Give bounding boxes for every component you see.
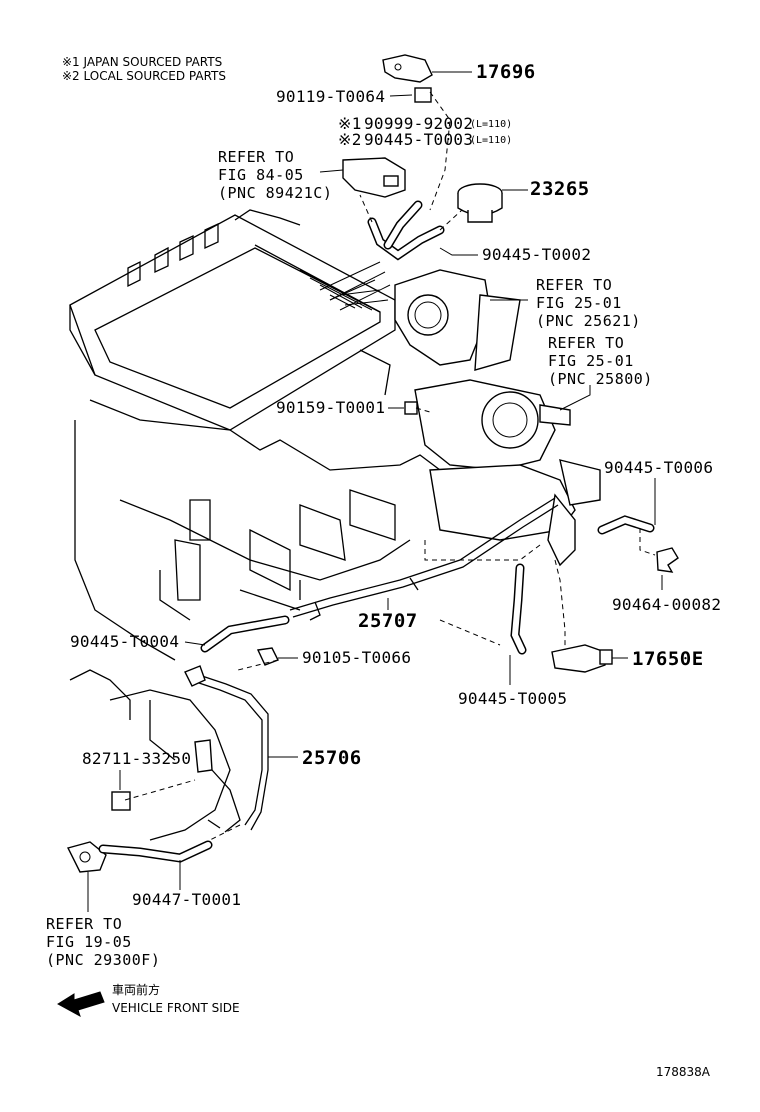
throttle-body	[394, 269, 601, 567]
callout-25706: 25706	[302, 747, 362, 769]
front-indicator-jp: 車両前方	[112, 983, 161, 997]
ref-25621-line2: FIG 25-01	[536, 294, 622, 312]
arrow-left-icon	[57, 991, 105, 1018]
callout-82711-33250: 82711-33250	[82, 749, 192, 768]
callout-90119-t0064: 90119-T0064	[276, 87, 386, 106]
part-90119-bolt	[414, 87, 432, 103]
callout-90105-t0066: 90105-T0066	[302, 648, 412, 667]
ref-19-05-line2: FIG 19-05	[46, 933, 132, 951]
part-89421c-sensor	[342, 157, 406, 198]
pipe-25706	[184, 665, 269, 833]
part-90464-clamp	[656, 547, 679, 573]
part-23265-filter	[457, 183, 503, 223]
ref-25621-line3: (PNC 25621)	[536, 312, 641, 330]
part-17650e-sensor	[551, 644, 613, 673]
note-japan-sourced: ※1 JAPAN SOURCED PARTS	[62, 55, 223, 69]
leader-lines	[87, 71, 663, 912]
dashed-guides	[124, 91, 656, 841]
figure-id: 178838A	[656, 1065, 711, 1079]
callout-90999-92002: 90999-92002	[364, 114, 474, 133]
callout-90445-t0003-length: (L=110)	[470, 135, 513, 146]
callout-90999-length: (L=110)	[470, 119, 513, 130]
callout-90445-t0002: 90445-T0002	[482, 245, 592, 264]
callout-90445-t0003: 90445-T0003	[364, 130, 474, 149]
engine-illustration	[69, 209, 441, 841]
ref-84-05-line1: REFER TO	[218, 148, 295, 166]
callout-90159-t0001: 90159-T0001	[276, 398, 386, 417]
ref-19-05-line3: (PNC 29300F)	[46, 951, 161, 969]
part-82711-clamp	[111, 791, 131, 811]
callout-90445-t0004: 90445-T0004	[70, 632, 180, 651]
ref-25800-line3: (PNC 25800)	[548, 370, 653, 388]
callout-90464-00082: 90464-00082	[612, 595, 722, 614]
ref-84-05-line2: FIG 84-05	[218, 166, 304, 184]
part-17696-bracket	[382, 54, 433, 83]
part-90159-bolt	[404, 401, 418, 415]
ref-19-05-line1: REFER TO	[46, 915, 123, 933]
callout-90999-mark: ※1	[338, 114, 362, 133]
ref-25621-line1: REFER TO	[536, 276, 613, 294]
ref-25800-line1: REFER TO	[548, 334, 625, 352]
callout-23265: 23265	[530, 178, 590, 200]
note-local-sourced: ※2 LOCAL SOURCED PARTS	[62, 69, 226, 83]
ref-84-05-line3: (PNC 89421C)	[218, 184, 333, 202]
callout-90445-t0003-mark: ※2	[338, 130, 362, 149]
callout-90447-t0001: 90447-T0001	[132, 890, 242, 909]
pipe-25707	[289, 497, 559, 621]
callout-17650e: 17650E	[632, 648, 704, 670]
callout-17696: 17696	[476, 61, 536, 83]
front-indicator-en: VEHICLE FRONT SIDE	[112, 1001, 240, 1015]
callout-90445-t0006: 90445-T0006	[604, 458, 714, 477]
callout-90445-t0005: 90445-T0005	[458, 689, 568, 708]
part-29300f-fitting	[66, 841, 107, 873]
ref-25800-line2: FIG 25-01	[548, 352, 634, 370]
hoses	[98, 200, 655, 863]
callout-25707: 25707	[358, 610, 418, 632]
